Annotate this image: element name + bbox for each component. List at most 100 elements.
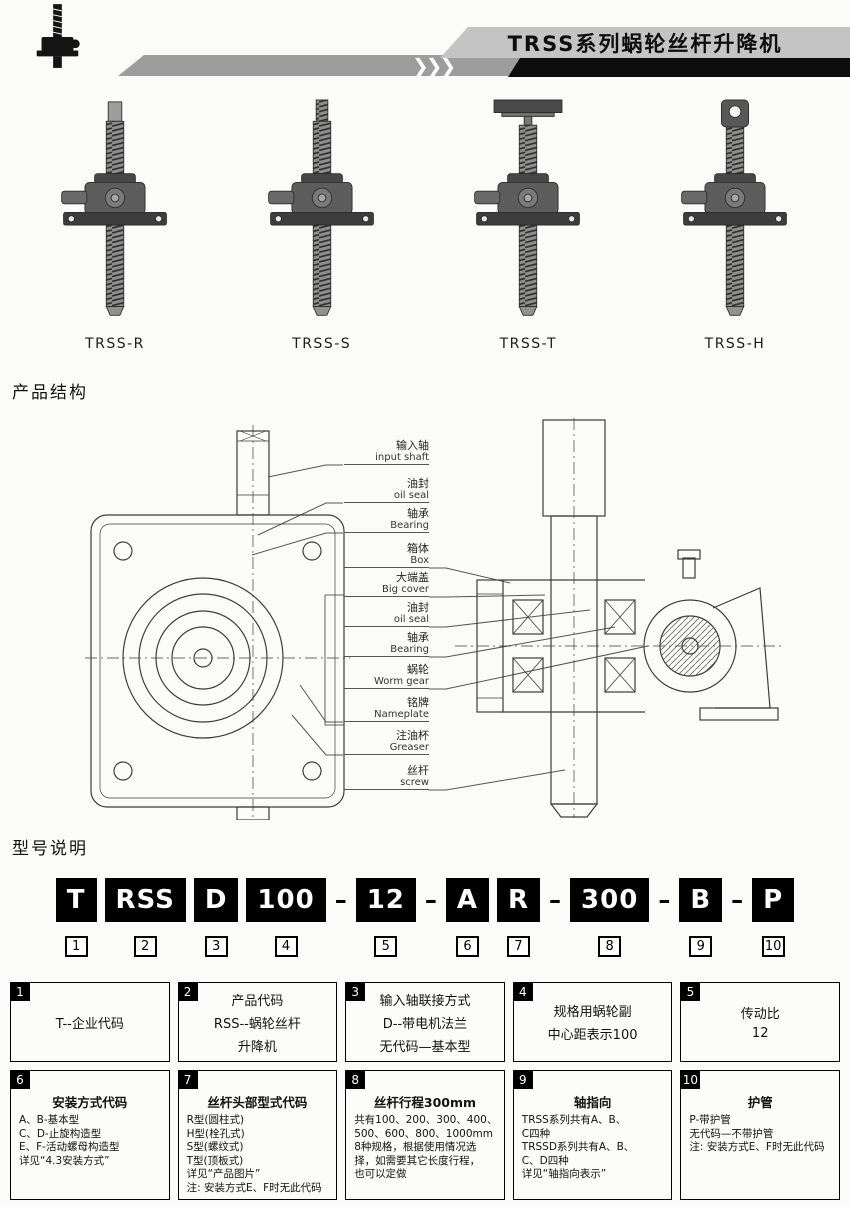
title-ribbon: TRSS系列蜗轮丝杆升降机 xyxy=(440,27,850,58)
legend-title: 轴指向 xyxy=(573,1095,612,1110)
legend-number-badge: 7 xyxy=(177,1070,198,1089)
model-code: 300 xyxy=(570,878,650,922)
model-code: B xyxy=(679,878,723,922)
front-view-drawing xyxy=(85,425,350,820)
model-code-number: 1 xyxy=(64,936,88,957)
dash-separator: – xyxy=(424,886,437,914)
product-label: TRSS-R xyxy=(85,336,145,352)
model-segment-a: A 6 xyxy=(445,878,490,957)
legend-box-10: 10 护管 P-带护管 无代码—不带护管 注: 安装方式E、F时无此代码 xyxy=(680,1070,840,1200)
model-segment-12: 12 5 xyxy=(355,878,416,957)
model-code: A xyxy=(445,878,490,922)
legend-box-1: 1 T--企业代码 xyxy=(10,982,170,1062)
page-title: TRSS系列蜗轮丝杆升降机 xyxy=(507,31,783,56)
jack-illustration-trss-r xyxy=(61,101,167,316)
callout-input-shaft: 输入轴 input shaft xyxy=(344,440,429,465)
legend-box-7: 7 丝杆头部型式代码 R型(圆柱式) H型(栓孔式) S型(螺纹式) T型(顶板… xyxy=(177,1070,338,1200)
legend-box-5: 5 传动比 12 xyxy=(680,982,840,1062)
callout-worm-gear: 蜗轮 Worm gear xyxy=(344,664,429,689)
legend-title: 护管 xyxy=(747,1095,773,1110)
legend-number-badge: 6 xyxy=(10,1070,30,1089)
model-code-number: 8 xyxy=(598,936,622,957)
model-code-number: 4 xyxy=(274,936,298,957)
product-figure-trss-s: TRSS-S xyxy=(227,98,417,352)
legend-title: 安装方式代码 xyxy=(52,1095,128,1110)
legend-title: 传动比 xyxy=(740,1007,780,1022)
model-segment-p: P 10 xyxy=(752,878,795,957)
product-label: TRSS-H xyxy=(704,336,766,352)
callout-greaser: 注油杯 Greaser xyxy=(344,730,429,755)
section-view-drawing xyxy=(455,418,785,818)
dash-separator: – xyxy=(549,886,562,914)
model-code-number: 7 xyxy=(507,936,531,957)
legend-box-8: 8 丝杆行程300mm 共有100、200、300、400、 500、600、8… xyxy=(345,1070,505,1200)
callout-big-cover: 大端盖 Big cover xyxy=(344,572,429,597)
legend-title: 产品代码 xyxy=(231,993,284,1009)
callout-nameplate: 铭牌 Nameplate xyxy=(344,697,429,722)
legend-number-badge: 8 xyxy=(345,1070,366,1089)
model-code-row: T 1 RSS 2 D 3 100 4 – 12 5 – A 6 R 7 – xyxy=(0,878,850,957)
callout-bearing-1: 轴承 Bearing xyxy=(344,508,429,533)
legend-number-badge: 10 xyxy=(680,1070,701,1089)
legend-number-badge: 4 xyxy=(512,982,533,1001)
legend-number-badge: 2 xyxy=(177,982,198,1001)
section-title-model: 型号说明 xyxy=(12,839,88,859)
legend-box-4: 4 规格用蜗轮副 中心距表示100 xyxy=(512,982,673,1062)
legend-number-badge: 5 xyxy=(680,982,701,1001)
structure-diagram-area: 输入轴 input shaft 油封 oil seal 轴承 Bearing 箱… xyxy=(0,415,850,825)
jack-illustration-trss-t xyxy=(474,99,581,316)
model-segment-t: T 1 xyxy=(55,878,97,957)
jack-illustration-trss-s xyxy=(267,99,374,316)
legend-box-6: 6 安装方式代码 A、B-基本型 C、D-止旋构造型 E、F-活动螺母构造型 详… xyxy=(10,1070,170,1200)
callout-box: 箱体 Box xyxy=(344,543,429,568)
chevrons-icon: ❯❯❯ xyxy=(412,54,456,78)
model-segment-300: 300 8 xyxy=(570,878,650,957)
product-label: TRSS-T xyxy=(499,336,557,352)
legend-box-3: 3 输入轴联接方式 D--带电机法兰 无代码—基本型 xyxy=(345,982,505,1062)
model-segment-100: 100 4 xyxy=(246,878,326,957)
legend-row-2: 6 安装方式代码 A、B-基本型 C、D-止旋构造型 E、F-活动螺母构造型 详… xyxy=(10,1070,840,1200)
legend-title: 规格用蜗轮副 xyxy=(553,1005,632,1020)
model-code-number: 2 xyxy=(133,936,157,957)
model-segment-rss: RSS 2 xyxy=(104,878,186,957)
callout-bearing-2: 轴承 Bearing xyxy=(344,632,429,657)
dash-separator: – xyxy=(334,886,347,914)
model-segment-d: D 3 xyxy=(193,878,239,957)
legend-title: 丝杆行程300mm xyxy=(373,1095,477,1110)
model-code: 12 xyxy=(355,878,416,922)
dash-separator: – xyxy=(658,886,671,914)
model-segment-r: R 7 xyxy=(497,878,541,957)
model-code-number: 10 xyxy=(761,936,785,957)
model-code-number: 6 xyxy=(455,936,479,957)
header: ❯❯❯ TRSS系列蜗轮丝杆升降机 xyxy=(0,0,850,90)
legend-box-9: 9 轴指向 TRSS系列共有A、B、 C四种 TRSSD系列共有A、B、 C、D… xyxy=(512,1070,673,1200)
model-code: RSS xyxy=(104,878,186,922)
legend-row-1: 1 T--企业代码 2 产品代码 RSS--蜗轮丝杆 升降机 3 输入轴联接方式… xyxy=(10,982,840,1062)
dash-separator: – xyxy=(731,886,744,914)
logo-jack-icon xyxy=(36,4,80,68)
product-figures: TRSS-R TRSS-S xyxy=(20,98,830,352)
model-code: P xyxy=(752,878,795,922)
legend-title: T--企业代码 xyxy=(55,1016,124,1032)
legend-title: 输入轴联接方式 xyxy=(379,993,471,1009)
callout-oil-seal-2: 油封 oil seal xyxy=(344,602,429,627)
model-code: D xyxy=(193,878,239,922)
legend-number-badge: 3 xyxy=(345,982,366,1001)
model-code-number: 9 xyxy=(689,936,713,957)
legend-box-2: 2 产品代码 RSS--蜗轮丝杆 升降机 xyxy=(177,982,338,1062)
model-code: R xyxy=(497,878,541,922)
jack-illustration-trss-h xyxy=(681,99,787,316)
section-title-structure: 产品结构 xyxy=(12,383,88,403)
callout-screw: 丝杆 screw xyxy=(344,765,429,790)
model-code: 100 xyxy=(246,878,326,922)
product-figure-trss-r: TRSS-R xyxy=(20,98,210,352)
legend-title: 丝杆头部型式代码 xyxy=(207,1095,308,1110)
legend-number-badge: 9 xyxy=(512,1070,533,1089)
header-black-bar xyxy=(508,58,850,77)
product-label: TRSS-S xyxy=(292,336,352,352)
callout-oil-seal-1: 油封 oil seal xyxy=(344,478,429,503)
model-code: T xyxy=(55,878,97,922)
model-code-number: 3 xyxy=(204,936,228,957)
model-segment-b: B 9 xyxy=(679,878,723,957)
